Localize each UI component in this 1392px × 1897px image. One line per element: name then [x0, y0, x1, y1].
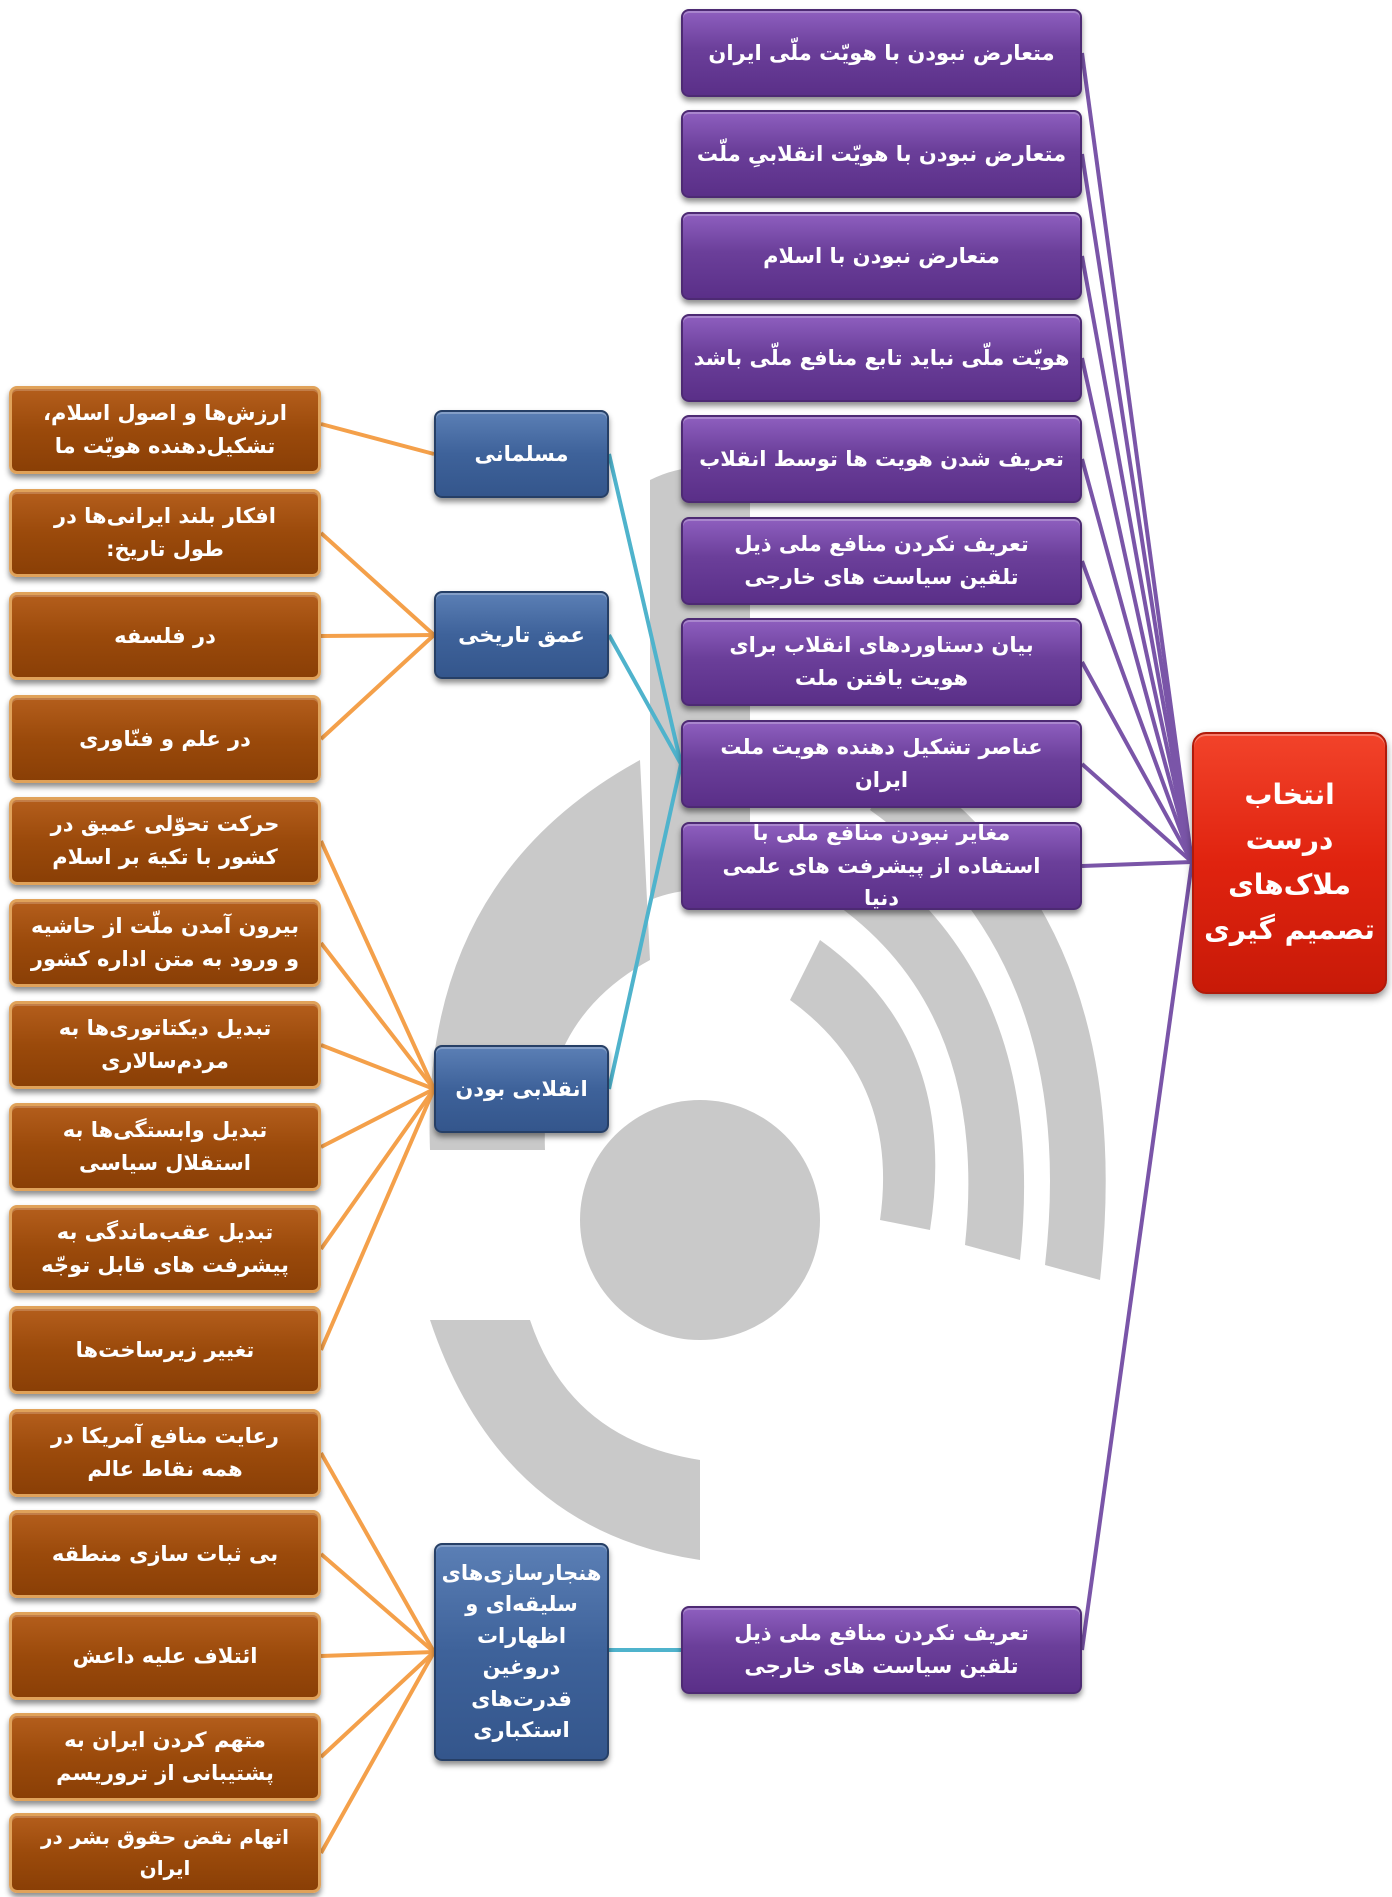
element-node-3: انقلابی بودن	[434, 1045, 609, 1133]
orange-connector	[319, 1088, 436, 1351]
criteria-node-1: متعارض نبودن با هویّت ملّی ایران	[681, 9, 1082, 97]
detail-node-5: حرکت تحوّلی عمیق در کشور با تکیهَ بر اسل…	[9, 797, 321, 885]
criteria-label: متعارض نبودن با هویّت انقلابیِ ملّت	[696, 141, 1067, 166]
orange-connector	[319, 1650, 436, 1759]
criteria-label: تعریف نکردن منافع ملی ذیل تلقین سیاست ها…	[734, 532, 1029, 589]
element-label: انقلابی بودن	[455, 1076, 588, 1101]
detail-label: افکار بلند ایرانی‌ها در طول تاریخ:	[53, 504, 277, 561]
detail-node-11: رعایت منافع آمریکا در همه نقاط عالم	[9, 1409, 321, 1497]
criteria-node-5: تعریف شدن هویت ها توسط انقلاب	[681, 415, 1082, 503]
purple-connector	[1080, 153, 1194, 863]
criteria-node-7: بیان دستاوردهای انقلاب برای هویت یافتن م…	[681, 618, 1082, 706]
detail-node-3: در فلسفه	[9, 592, 321, 680]
orange-connector	[320, 1087, 435, 1149]
orange-connector	[320, 422, 435, 456]
purple-connector	[1080, 661, 1194, 863]
detail-node-12: بی ثبات سازی منطقه	[9, 1510, 321, 1598]
detail-node-7: تبدیل دیکتاتوری‌ها به مردم‌سالاری	[9, 1001, 321, 1089]
element-node-2: عمق تاریخی	[434, 591, 609, 679]
purple-connector	[1080, 861, 1194, 1651]
criteria-label: عناصر تشکیل دهنده هویت ملت ایران	[720, 735, 1043, 792]
detail-label: رعایت منافع آمریکا در همه نقاط عالم	[50, 1424, 280, 1481]
purple-connector	[1080, 762, 1194, 864]
detail-node-1: ارزش‌ها و اصول اسلام، تشکیل‌دهنده هویّت …	[9, 386, 321, 474]
element-label: مسلمانی	[474, 441, 569, 466]
detail-label: اتهام نقض حقوق بشر در ایران	[40, 1825, 290, 1880]
orange-connector	[320, 1043, 435, 1091]
detail-node-8: تبدیل وابستگی‌ها به استقلال سیاسی	[9, 1103, 321, 1191]
detail-node-15: اتهام نقض حقوق بشر در ایران	[9, 1813, 321, 1893]
purple-connector	[1080, 560, 1194, 863]
detail-node-2: افکار بلند ایرانی‌ها در طول تاریخ:	[9, 489, 321, 577]
criteria-node-bottom: تعریف نکردن منافع ملی ذیل تلقین سیاست ها…	[681, 1606, 1082, 1694]
detail-label: در علم و فنّاوری	[79, 726, 251, 751]
orange-connector	[319, 1087, 436, 1251]
root-label: انتخاب درست ملاک‌های تصمیم گیری	[1204, 778, 1375, 946]
orange-connector	[319, 633, 436, 741]
detail-label: تغییر زیرساخت‌ها	[75, 1337, 255, 1362]
detail-node-6: بیرون آمدن ملّت از حاشیه و ورود به متن ا…	[9, 899, 321, 987]
criteria-node-6: تعریف نکردن منافع ملی ذیل تلقین سیاست ها…	[681, 517, 1082, 605]
criteria-label: تعریف نکردن منافع ملی ذیل تلقین سیاست ها…	[734, 1621, 1029, 1678]
element-label: هنجارسازی‌های سلیقه‌ای و اظهارات دروغین …	[441, 1560, 602, 1743]
detail-label: ارزش‌ها و اصول اسلام، تشکیل‌دهنده هویّت …	[43, 401, 287, 458]
element-label: عمق تاریخی	[458, 622, 585, 647]
orange-connector	[319, 1552, 436, 1654]
orange-connector	[319, 1452, 436, 1653]
purple-connector	[1080, 458, 1194, 863]
detail-node-14: متهم کردن ایران به پشتیبانی از تروریسم	[9, 1713, 321, 1801]
detail-node-13: ائتلاف علیه داعش	[9, 1612, 321, 1700]
orange-connector	[319, 840, 436, 1090]
detail-label: بی ثبات سازی منطقه	[51, 1541, 279, 1566]
detail-label: تبدیل دیکتاتوری‌ها به مردم‌سالاری	[58, 1016, 272, 1073]
orange-connector	[320, 633, 435, 638]
purple-connector	[1080, 255, 1194, 863]
criteria-node-4: هویّت ملّی نباید تابع منافع ملّی باشد	[681, 314, 1082, 402]
criteria-node-8: عناصر تشکیل دهنده هویت ملت ایران	[681, 720, 1082, 808]
purple-connector	[1080, 357, 1194, 863]
criteria-node-9: مغایر نبودن منافع ملی با استفاده از پیشر…	[681, 821, 1082, 910]
blue-connector	[607, 453, 683, 765]
criteria-label: مغایر نبودن منافع ملی با استفاده از پیشر…	[722, 821, 1041, 911]
blue-connector	[607, 763, 683, 1090]
orange-connector	[319, 531, 436, 637]
root-node: انتخاب درست ملاک‌های تصمیم گیری	[1192, 732, 1387, 994]
detail-node-4: در علم و فنّاوری	[9, 695, 321, 783]
detail-label: در فلسفه	[114, 623, 216, 648]
element-node-4: هنجارسازی‌های سلیقه‌ای و اظهارات دروغین …	[434, 1543, 609, 1761]
detail-label: حرکت تحوّلی عمیق در کشور با تکیهَ بر اسل…	[50, 812, 280, 869]
criteria-label: متعارض نبودن با هویّت ملّی ایران	[708, 40, 1055, 65]
blue-connector	[607, 634, 683, 765]
criteria-label: تعریف شدن هویت ها توسط انقلاب	[699, 446, 1064, 471]
orange-connector	[319, 941, 436, 1091]
detail-label: تبدیل عقب‌ماندگی به پیشرفت های قابل توجّ…	[41, 1220, 289, 1277]
criteria-label: هویّت ملّی نباید تابع منافع ملّی باشد	[693, 345, 1070, 370]
purple-connector	[1080, 52, 1194, 863]
detail-label: بیرون آمدن ملّت از حاشیه و ورود به متن ا…	[30, 914, 300, 971]
criteria-node-2: متعارض نبودن با هویّت انقلابیِ ملّت	[681, 110, 1082, 198]
orange-connector	[320, 1650, 435, 1658]
criteria-node-3: متعارض نبودن با اسلام	[681, 212, 1082, 300]
detail-label: متهم کردن ایران به پشتیبانی از تروریسم	[56, 1728, 274, 1785]
detail-label: تبدیل وابستگی‌ها به استقلال سیاسی	[62, 1118, 268, 1175]
purple-connector	[1081, 860, 1193, 868]
orange-connector	[319, 1651, 436, 1854]
detail-node-10: تغییر زیرساخت‌ها	[9, 1306, 321, 1394]
detail-label: ائتلاف علیه داعش	[72, 1643, 258, 1668]
criteria-label: متعارض نبودن با اسلام	[763, 243, 1000, 268]
criteria-label: بیان دستاوردهای انقلاب برای هویت یافتن م…	[729, 633, 1034, 690]
element-node-1: مسلمانی	[434, 410, 609, 498]
detail-node-9: تبدیل عقب‌ماندگی به پیشرفت های قابل توجّ…	[9, 1205, 321, 1293]
